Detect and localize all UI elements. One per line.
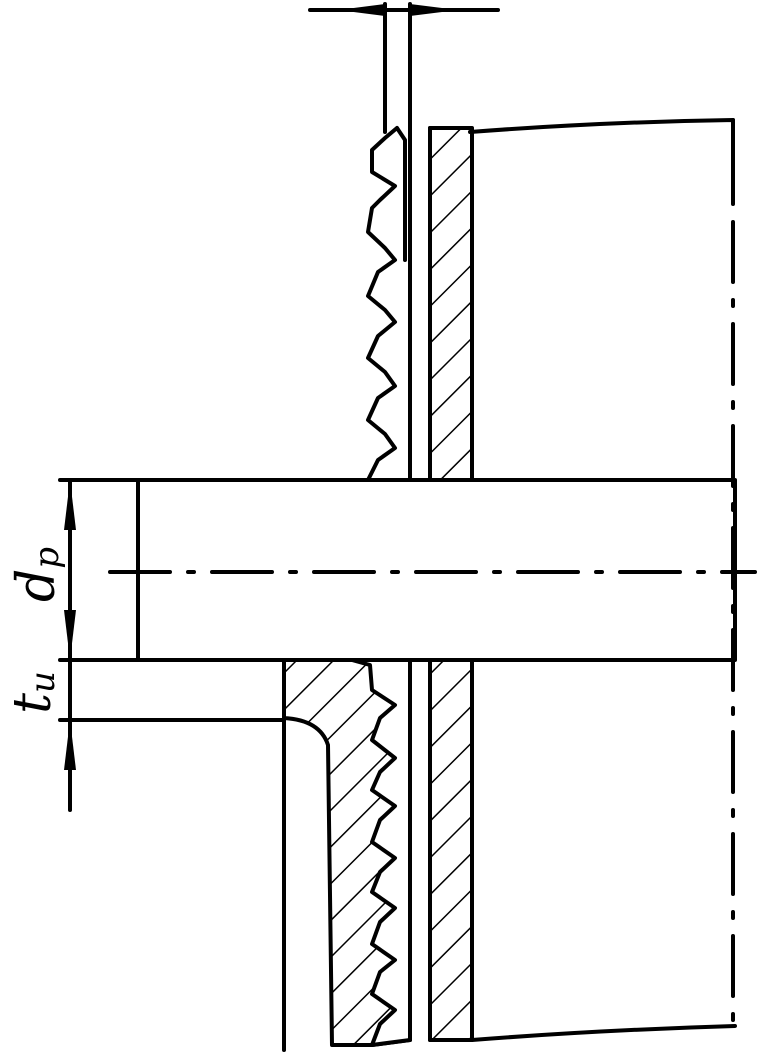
dp-label: dp xyxy=(7,546,68,603)
upper-hatched-strip xyxy=(428,126,474,482)
left-dimensions xyxy=(58,478,286,812)
upper-tooth-inner xyxy=(395,126,407,262)
top-dimension xyxy=(308,2,500,134)
outer-contour-top xyxy=(468,118,735,202)
outer-contour-bottom xyxy=(470,1024,737,1042)
lower-hatched-strip xyxy=(428,658,474,1042)
upper-tooth-profile xyxy=(366,126,399,482)
lower-tooth-profile xyxy=(350,658,412,1047)
tu-label: tu xyxy=(2,671,63,714)
